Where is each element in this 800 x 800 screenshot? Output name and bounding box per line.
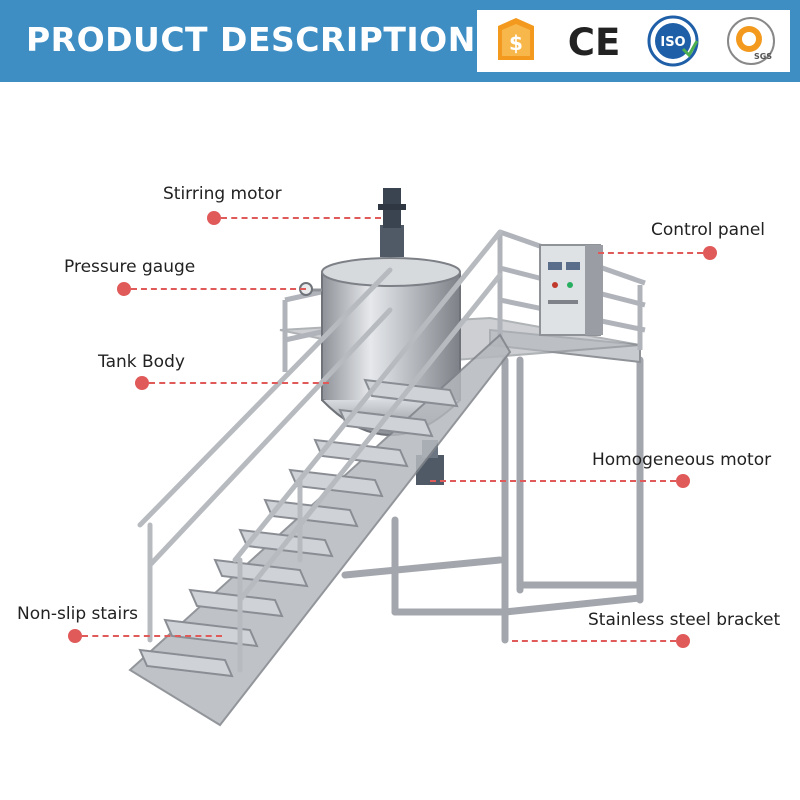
label-stirring-motor: Stirring motor (163, 184, 282, 204)
label-homogeneous-motor: Homogeneous motor (592, 450, 772, 470)
marker-dot-control-panel (703, 246, 717, 260)
leader-line-control-panel (598, 252, 703, 254)
ce-mark-text: CE (568, 21, 620, 64)
certification-logos: $ CE ISO SGS (477, 10, 790, 72)
price-tag-logo: $ (490, 15, 542, 67)
leader-line-homogeneous-motor (430, 480, 676, 482)
header-banner: PRODUCT DESCRIPTION $ CE ISO (0, 0, 800, 82)
leader-line-tank-body (149, 382, 329, 384)
marker-dot-non-slip-stairs (68, 629, 82, 643)
leader-line-stainless-steel-bracket (512, 640, 676, 642)
marker-dot-tank-body (135, 376, 149, 390)
sgs-certification-logo: SGS (725, 15, 777, 67)
marker-dot-stirring-motor (207, 211, 221, 225)
control-panel-cabinet (539, 244, 603, 336)
non-slip-stairs (128, 229, 512, 727)
leader-line-stirring-motor (221, 217, 381, 219)
label-tank-body: Tank Body (98, 352, 185, 372)
leader-line-non-slip-stairs (82, 635, 222, 637)
label-control-panel: Control panel (651, 220, 766, 240)
leader-line-pressure-gauge (131, 288, 306, 290)
ce-mark-logo: CE (568, 15, 620, 67)
iso-certification-logo: ISO (647, 15, 699, 67)
marker-dot-homogeneous-motor (676, 474, 690, 488)
iso-text: ISO (660, 35, 685, 50)
svg-text:$: $ (509, 31, 523, 55)
page-title: PRODUCT DESCRIPTION (26, 20, 476, 59)
marker-dot-stainless-steel-bracket (676, 634, 690, 648)
label-non-slip-stairs: Non-slip stairs (17, 604, 139, 624)
sgs-text: SGS (754, 52, 772, 61)
label-pressure-gauge: Pressure gauge (64, 257, 196, 277)
stirring-motor (378, 188, 406, 257)
label-stainless-steel-bracket: Stainless steel bracket (588, 610, 781, 630)
marker-dot-pressure-gauge (117, 282, 131, 296)
